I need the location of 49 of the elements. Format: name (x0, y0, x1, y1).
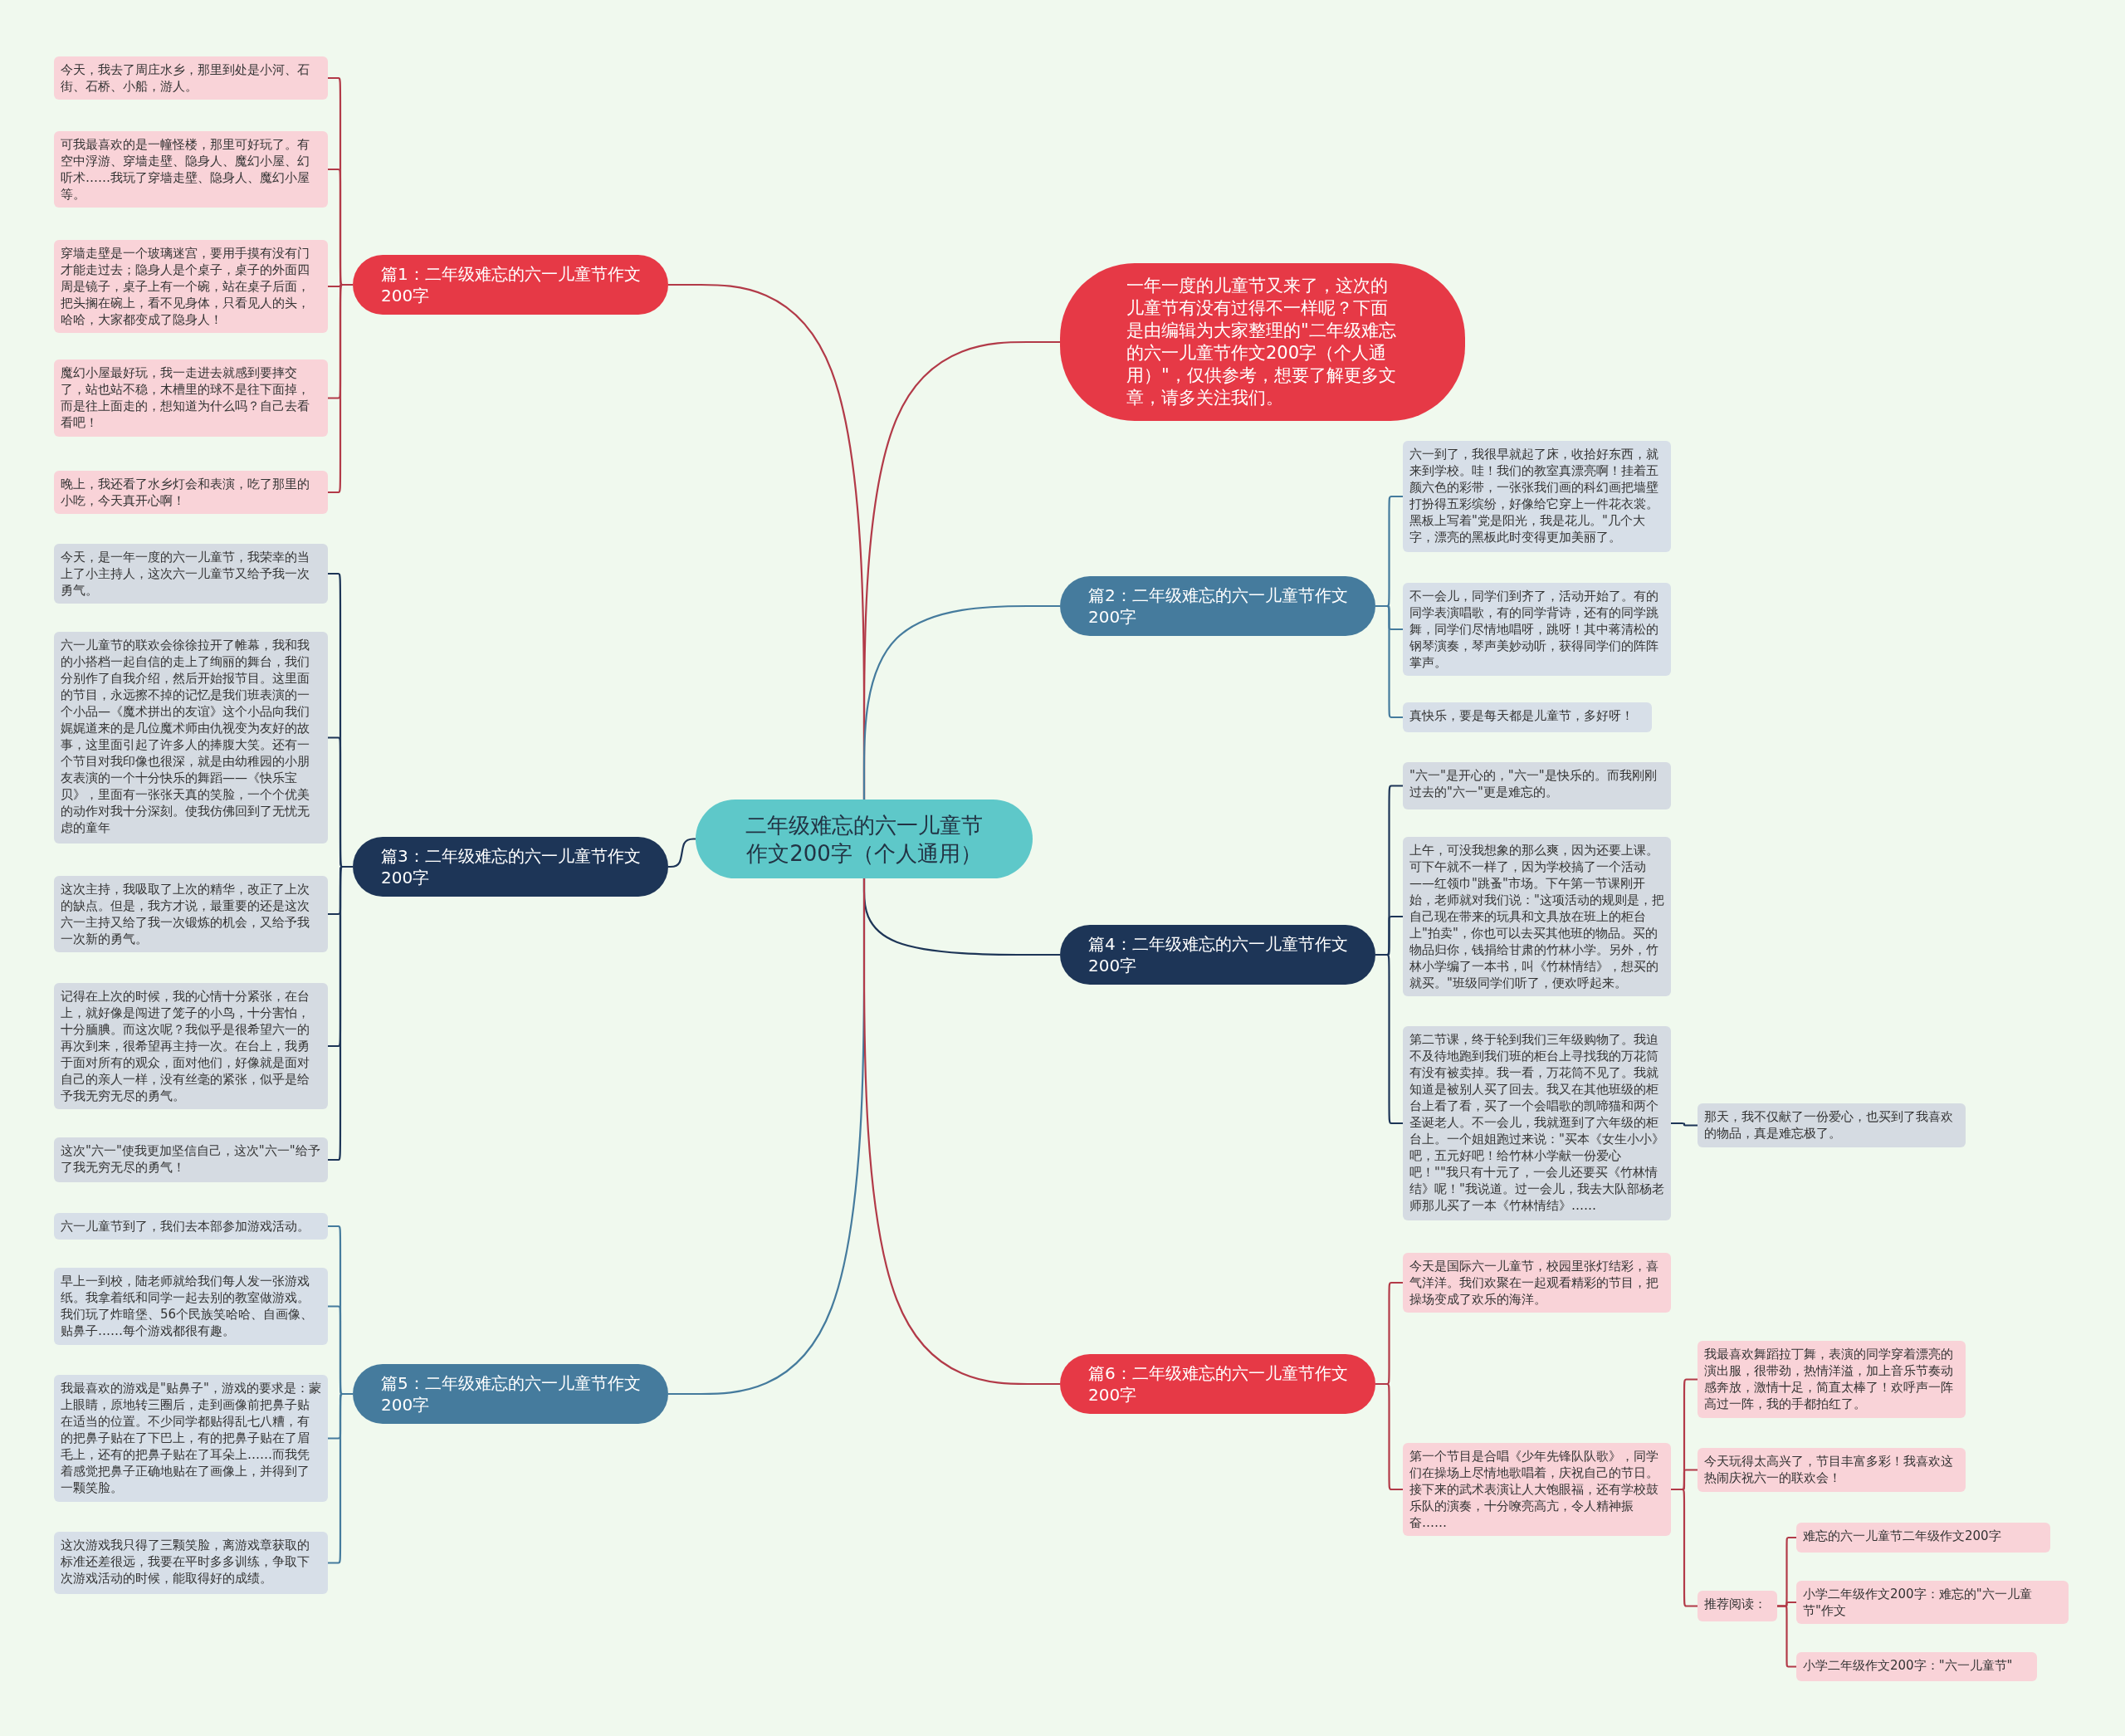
branch-topic: 篇2：二年级难忘的六一儿童节作文200字 (1060, 576, 1375, 636)
text-card: 小学二年级作文200字：难忘的"六一儿童节"作文 (1796, 1581, 2069, 1624)
connector-line (862, 604, 1060, 800)
branch-topic: 篇5：二年级难忘的六一儿童节作文200字 (353, 1364, 668, 1424)
text-card: 晚上，我还看了水乡灯会和表演，吃了那里的小吃，今天真开心啊！ (54, 471, 328, 514)
text-card: 我最喜欢舞蹈拉丁舞，表演的同学穿着漂亮的演出服，很带劲，热情洋溢，加上音乐节奏动感奔放，激情十足，简直太棒了！欢呼声一阵高过一阵，我的手都拍红了。 (1698, 1341, 1966, 1418)
text-card: 六一儿童节到了，我们去本部参加游戏活动。 (54, 1213, 328, 1240)
branch-topic: 篇6：二年级难忘的六一儿童节作文200字 (1060, 1354, 1375, 1414)
text-card: 今天，是一年一度的六一儿童节，我荣幸的当上了小主持人，这次六一儿童节又给予我一次勇气。 (54, 544, 328, 604)
text-card: 那天，我不仅献了一份爱心，也买到了我喜欢的物品，真是难忘极了。 (1698, 1103, 1966, 1147)
text-card: 第二节课，终于轮到我们三年级购物了。我迫不及待地跑到我们班的柜台上寻找我的万花筒有没有被卖掉。我一看，万花筒不见了。我就知道是被别人买了回去。我又在其他班级的柜台上看了看，买了一个会唱歌的凯啼猫和两个圣诞老人。不一会儿，我就逛到了六年级的柜台上。一个姐姐跑过来说："买本《女生小小》吧，五元好吧！给竹林小学献一份爱心吧！""我只有十元了，一会儿还要买《竹林情结》呢！"我说道。过一会儿，我去大队部杨老师那儿买了一本《竹林情结》…… (1403, 1026, 1671, 1220)
text-card: 今天，我去了周庄水乡，那里到处是小河、石街、石桥、小船，游人。 (54, 56, 328, 100)
connector-line (1375, 604, 1403, 719)
text-card: 今天是国际六一儿童节，校园里张灯结彩，喜气洋洋。我们欢聚在一起观看精彩的节目，把操场变成了欢乐的海洋。 (1403, 1253, 1671, 1313)
text-card: 第一个节目是合唱《少年先锋队队歌》，同学们在操场上尽情地歌唱着，庆祝自己的节日。接下来的武术表演让人大饱眼福，还有学校鼓乐队的演奏，十分嘹亮高亢，令人精神振奋…… (1403, 1443, 1671, 1536)
connector-line (1375, 1382, 1403, 1491)
text-card: 小学二年级作文200字："六一儿童节" (1796, 1652, 2037, 1681)
connector-line (1777, 1605, 1796, 1668)
connector-line (668, 838, 696, 868)
connector-line (328, 1392, 353, 1564)
connector-line (1671, 1122, 1698, 1127)
central-topic: 二年级难忘的六一儿童节作文200字（个人通用） (696, 800, 1033, 878)
text-card: 记得在上次的时候，我的心情十分紧张，在台上，就好像是闯进了笼子的小鸟，十分害怕，十分腼腆。而这次呢？我似乎是很希望六一的再次到来，很希望再主持一次。在台上，我勇于面对所有的观众，面对他们，好像就是面对自己的亲人一样，没有丝毫的紧张，似乎是给予我无穷无尽的勇气。 (54, 983, 328, 1109)
connector-line (862, 878, 1060, 1386)
branch-topic: 篇1：二年级难忘的六一儿童节作文200字 (353, 255, 668, 315)
text-card: 这次游戏我只得了三颗笑脸，离游戏章获取的标准还差很远，我要在平时多多训练，争取下次游戏活动的时候，能取得好的成绩。 (54, 1532, 328, 1594)
text-card: 六一到了，我很早就起了床，收拾好东西，就来到学校。哇！我们的教室真漂亮啊！挂着五颜六色的彩带，一张张我们画的科幻画把墙壁打扮得五彩缤纷，好像给它穿上一件花衣裳。黑板上写着"党是阳光，我是花儿。"几个大字，漂亮的黑板此时变得更加美丽了。 (1403, 441, 1671, 552)
text-card: 可我最喜欢的是一幢怪楼，那里可好玩了。有空中浮游、穿墙走壁、隐身人、魔幻小屋、幻听术……我玩了穿墙走壁、隐身人、魔幻小屋等。 (54, 131, 328, 208)
connector-line (328, 865, 353, 1161)
text-card: 今天玩得太高兴了，节目丰富多彩！我喜欢这热闹庆祝六一的联欢会！ (1698, 1448, 1966, 1492)
intro-topic: 一年一度的儿童节又来了，这次的儿童节有没有过得不一样呢？下面是由编辑为大家整理的"二年级难忘的六一儿童节作文200字（个人通用）"，仅供参考，想要了解更多文章，请多关注我们。 (1060, 263, 1465, 421)
text-card: 真快乐，要是每天都是儿童节，多好呀！ (1403, 702, 1652, 732)
text-card: 推荐阅读： (1698, 1591, 1777, 1621)
text-card: 不一会儿，同学们到齐了，活动开始了。有的同学表演唱歌，有的同学背诗，还有的同学跳舞，同学们尽情地唱呀，跳呀！其中蒋清松的钢琴演奏，琴声美妙动听，获得同学们的阵阵掌声。 (1403, 583, 1671, 676)
branch-topic: 篇3：二年级难忘的六一儿童节作文200字 (353, 837, 668, 897)
text-card: 这次主持，我吸取了上次的精华，改正了上次的缺点。但是，我方才说，最重要的还是这次六一主持又给了我一次锻炼的机会，又给予我一次新的勇气。 (54, 876, 328, 952)
text-card: 这次"六一"使我更加坚信自己，这次"六一"给予了我无穷无尽的勇气！ (54, 1137, 328, 1182)
connector-line (328, 283, 353, 494)
text-card: 早上一到校，陆老师就给我们每人发一张游戏纸。我拿着纸和同学一起去别的教室做游戏。我们玩了炸暗堡、56个民族笑哈哈、自画像、贴鼻子……每个游戏都很有趣。 (54, 1268, 328, 1345)
text-card: 六一儿童节的联欢会徐徐拉开了帷幕，我和我的小搭档一起自信的走上了绚丽的舞台，我们分别作了自我介绍，然后开始报节目。这里面的节目，永远擦不掉的记忆是我们班表演的一个小品—《魔术拼出的友谊》这个小品向我们娓娓道来的是几位魔术师由仇视变为友好的故事，这里面引起了许多人的捧腹大笑。还有一个节目对我印像也很深，就是由幼稚园的小朋友表演的一个十分快乐的舞蹈——《快乐宝贝》，里面有一张张天真的笑脸，一个个优美的动作对我十分深刻。使我仿佛回到了无忧无虑的童年 (54, 632, 328, 844)
connector-line (1375, 953, 1403, 1125)
text-card: 我最喜欢的游戏是"贴鼻子"，游戏的要求是：蒙上眼睛，原地转三圈后，走到画像前把鼻子贴在适当的位置。不少同学都贴得乱七八糟，有的把鼻子贴在了下巴上，有的把鼻子贴在了眉毛上，还有的把鼻子贴在了耳朵上……而我凭着感觉把鼻子正确地贴在了画像上，并得到了一颗笑脸。 (54, 1375, 328, 1502)
branch-topic: 篇4：二年级难忘的六一儿童节作文200字 (1060, 925, 1375, 985)
connector-line (1671, 1488, 1698, 1607)
text-card: 上午，可没我想象的那么爽，因为还要上课。可下午就不一样了，因为学校搞了一个活动——红领巾"跳蚤"市场。下午第一节课刚开始，老师就对我们说："这项活动的规则是，把自己现在带来的玩具和文具放在班上的柜台上"拍卖"，你也可以去买其他班的物品。买的物品归你，钱捐给甘肃的竹林小学。另外，竹林小学编了一本书，叫《竹林情结》，想买的就买。"班级同学们听了，便欢呼起来。 (1403, 837, 1671, 996)
text-card: 魔幻小屋最好玩，我一走进去就感到要摔交了，站也站不稳，木槽里的球不是往下面掉，而是往上面走的，想知道为什么吗？自己去看看吧！ (54, 359, 328, 437)
text-card: "六一"是开心的，"六一"是快乐的。而我刚刚过去的"六一"更是难忘的。 (1403, 762, 1671, 809)
text-card: 难忘的六一儿童节二年级作文200字 (1796, 1523, 2050, 1553)
text-card: 穿墙走壁是一个玻璃迷宫，要用手摸有没有门才能走过去；隐身人是个桌子，桌子的外面四周是镜子，桌子上有一个碗，站在桌子后面，把头搁在碗上，看不见身体，只看见人的头，哈哈，大家都变成了隐身人！ (54, 240, 328, 333)
